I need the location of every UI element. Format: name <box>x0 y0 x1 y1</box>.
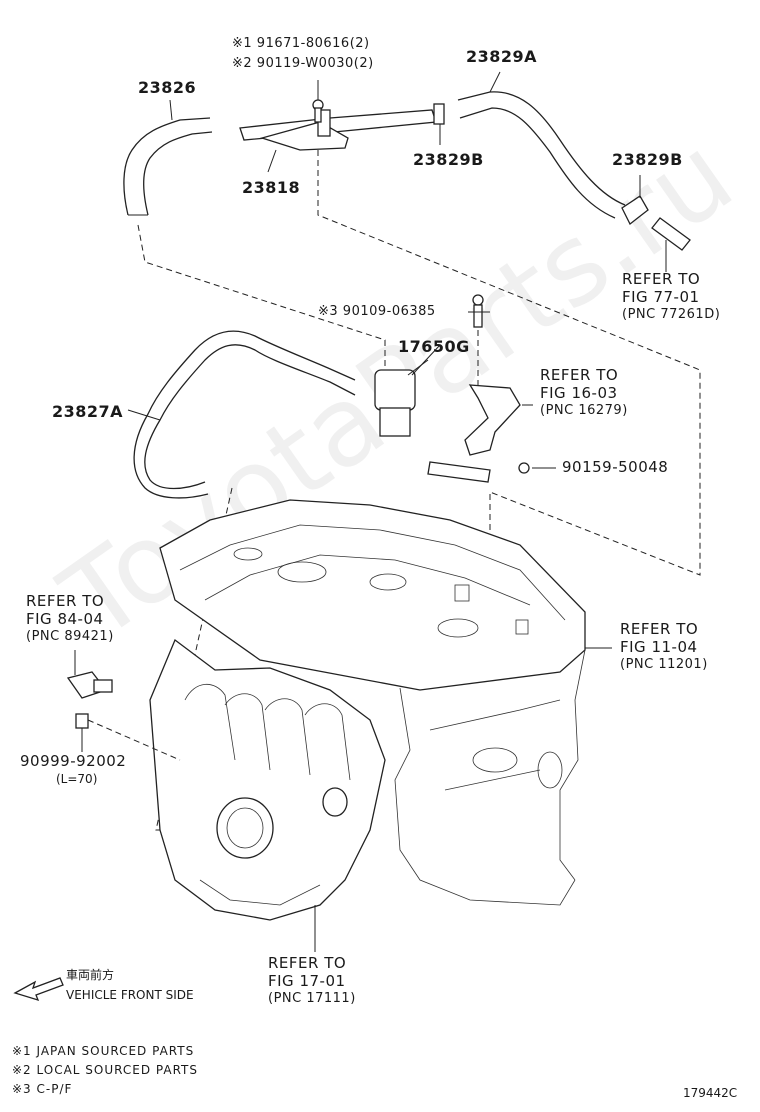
dashed-leaders <box>137 150 701 831</box>
pipe-23818[interactable] <box>239 109 437 151</box>
part-label-23827A[interactable]: 23827A <box>52 402 124 421</box>
refer-fig: FIG 77-01 <box>622 288 700 306</box>
part-label-90109[interactable]: ※3 90109-06385 <box>318 304 436 319</box>
clip-23829B-left[interactable] <box>433 103 445 145</box>
hose-23827A[interactable] <box>133 330 356 499</box>
refer-line: REFER TO <box>620 620 699 638</box>
vehicle-front-jp: 車両前方 <box>66 968 115 982</box>
pipe-small <box>427 461 530 483</box>
legend-note-1: ※1 JAPAN SOURCED PARTS <box>12 1044 195 1058</box>
bolt-91671[interactable] <box>312 80 324 123</box>
part-label-23826[interactable]: 23826 <box>138 78 197 97</box>
refer-fig-17-01[interactable]: REFER TO FIG 17-01 (PNC 17111) <box>268 954 356 1008</box>
refer-line: REFER TO <box>268 954 347 972</box>
pipe-ref-77 <box>651 217 691 272</box>
intake-manifold[interactable] <box>149 638 386 921</box>
refer-fig: FIG 11-04 <box>620 638 698 656</box>
vehicle-front-en: VEHICLE FRONT SIDE <box>66 988 194 1002</box>
refer-line: REFER TO <box>540 366 619 384</box>
refer-pnc: (PNC 77261D) <box>622 307 721 322</box>
engine-block <box>394 649 586 906</box>
refer-fig: FIG 84-04 <box>26 610 104 628</box>
refer-pnc: (PNC 17111) <box>268 991 356 1006</box>
bolt-code-91671[interactable]: ※1 91671-80616(2) <box>232 36 370 51</box>
refer-line: REFER TO <box>622 270 701 288</box>
clip-23829B-right[interactable] <box>621 175 649 225</box>
legend-note-2: ※2 LOCAL SOURCED PARTS <box>12 1063 198 1077</box>
refer-fig-11-04[interactable]: REFER TO FIG 11-04 (PNC 11201) <box>620 620 708 674</box>
sensor-84-04[interactable] <box>66 650 113 699</box>
refer-fig-77-01[interactable]: REFER TO FIG 77-01 (PNC 77261D) <box>622 270 720 324</box>
bracket-16-03[interactable] <box>464 294 521 456</box>
label-leaders <box>127 99 612 952</box>
refer-line: REFER TO <box>26 592 105 610</box>
part-label-90159[interactable]: 90159-50048 <box>562 458 669 476</box>
part-label-23829A[interactable]: 23829A <box>466 47 538 66</box>
part-label-23829B-right[interactable]: 23829B <box>612 150 683 169</box>
refer-fig-84-04[interactable]: REFER TO FIG 84-04 (PNC 89421) <box>26 592 114 646</box>
hose-23826[interactable] <box>123 117 213 216</box>
legend-note-3: ※3 C-P/F <box>12 1082 73 1096</box>
part-label-17650G[interactable]: 17650G <box>398 337 470 356</box>
refer-fig-16-03[interactable]: REFER TO FIG 16-03 (PNC 16279) <box>540 366 628 420</box>
bolt-code-90119[interactable]: ※2 90119-W0030(2) <box>232 56 374 71</box>
part-label-23829B-left[interactable]: 23829B <box>413 150 484 169</box>
refer-pnc: (PNC 16279) <box>540 403 628 418</box>
refer-fig: FIG 16-03 <box>540 384 618 402</box>
valve-17650G[interactable] <box>374 359 429 437</box>
part-label-90999[interactable]: 90999-92002 <box>20 752 127 770</box>
vehicle-front-arrow-icon <box>13 977 64 1002</box>
hose-23829A[interactable] <box>457 71 626 219</box>
part-length-note: (L=70) <box>56 772 98 786</box>
part-label-23818[interactable]: 23818 <box>242 178 301 197</box>
refer-pnc: (PNC 89421) <box>26 629 114 644</box>
cylinder-head-cover[interactable] <box>159 499 586 691</box>
hose-90999[interactable] <box>75 713 181 761</box>
figure-id: 179442C <box>683 1086 738 1100</box>
refer-pnc: (PNC 11201) <box>620 657 708 672</box>
refer-fig: FIG 17-01 <box>268 972 346 990</box>
